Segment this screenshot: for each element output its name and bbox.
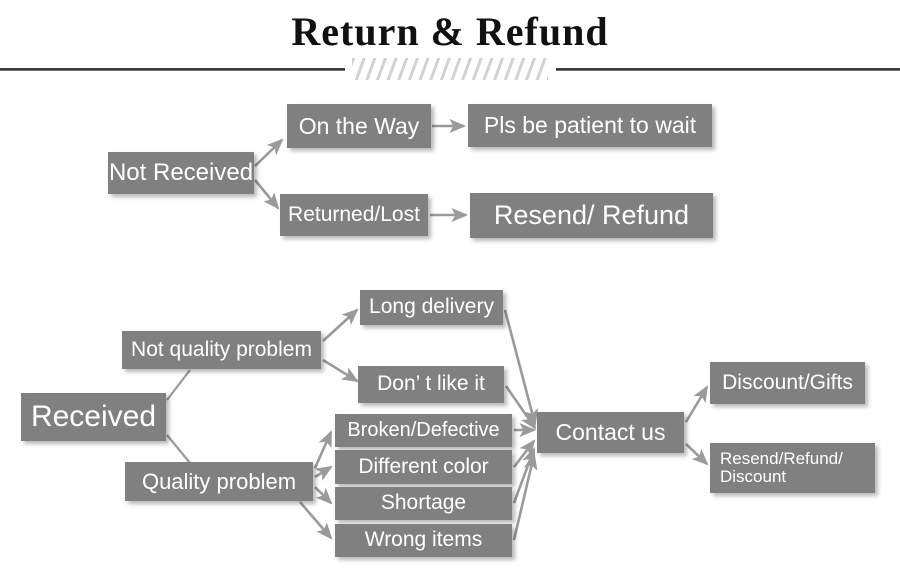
node-label: Broken/Defective bbox=[347, 418, 500, 441]
node-label-line-1: Resend/Refund/ bbox=[720, 448, 843, 468]
node-broken-defective[interactable]: Broken/Defective bbox=[335, 414, 512, 447]
node-shortage[interactable]: Shortage bbox=[335, 487, 512, 520]
node-quality-problem[interactable]: Quality problem bbox=[125, 462, 313, 501]
node-label: Shortage bbox=[380, 491, 467, 515]
node-label: Not Received bbox=[108, 159, 254, 187]
node-not-received[interactable]: Not Received bbox=[108, 152, 254, 194]
node-label: Pls be patient to wait bbox=[483, 112, 697, 139]
node-dont-like-it[interactable]: Don’ t like it bbox=[358, 366, 504, 403]
page-title: Return & Refund bbox=[291, 9, 609, 54]
page-header: Return & Refund bbox=[0, 0, 900, 90]
node-different-color[interactable]: Different color bbox=[335, 450, 512, 484]
divider-rule-left bbox=[0, 68, 345, 71]
node-label: Discount/Gifts bbox=[722, 370, 853, 394]
node-label: Received bbox=[30, 399, 157, 433]
node-wrong-items[interactable]: Wrong items bbox=[335, 524, 512, 557]
divider-rule-right bbox=[556, 68, 900, 71]
node-label: Quality problem bbox=[141, 468, 297, 494]
node-resend-refund[interactable]: Resend/ Refund bbox=[470, 193, 713, 238]
node-label: Resend/ Refund bbox=[493, 199, 690, 230]
node-label: Not quality problem bbox=[131, 337, 312, 361]
node-label-line-2: Discount bbox=[720, 467, 787, 486]
node-pls-be-patient-to-wait[interactable]: Pls be patient to wait bbox=[468, 104, 712, 147]
node-label: Different color bbox=[358, 454, 489, 478]
node-label: On the Way bbox=[298, 112, 420, 139]
node-label: Wrong items bbox=[364, 528, 483, 552]
node-label: Returned/Lost bbox=[288, 202, 420, 226]
node-returned-lost[interactable]: Returned/Lost bbox=[280, 194, 428, 236]
node-not-quality-problem[interactable]: Not quality problem bbox=[122, 331, 321, 369]
node-on-the-way[interactable]: On the Way bbox=[287, 104, 431, 148]
node-discount-gifts[interactable]: Discount/Gifts bbox=[710, 362, 865, 404]
node-received[interactable]: Received bbox=[21, 393, 166, 441]
node-resend-refund-discount[interactable]: Resend/Refund/ Discount bbox=[710, 443, 875, 493]
node-long-delivery[interactable]: Long delivery bbox=[360, 290, 503, 325]
node-label: Don’ t like it bbox=[377, 372, 485, 396]
node-contact-us[interactable]: Contact us bbox=[537, 412, 684, 453]
node-label: Contact us bbox=[555, 419, 666, 446]
node-label: Long delivery bbox=[369, 295, 494, 319]
divider-hatch-ornament-icon bbox=[352, 58, 548, 80]
